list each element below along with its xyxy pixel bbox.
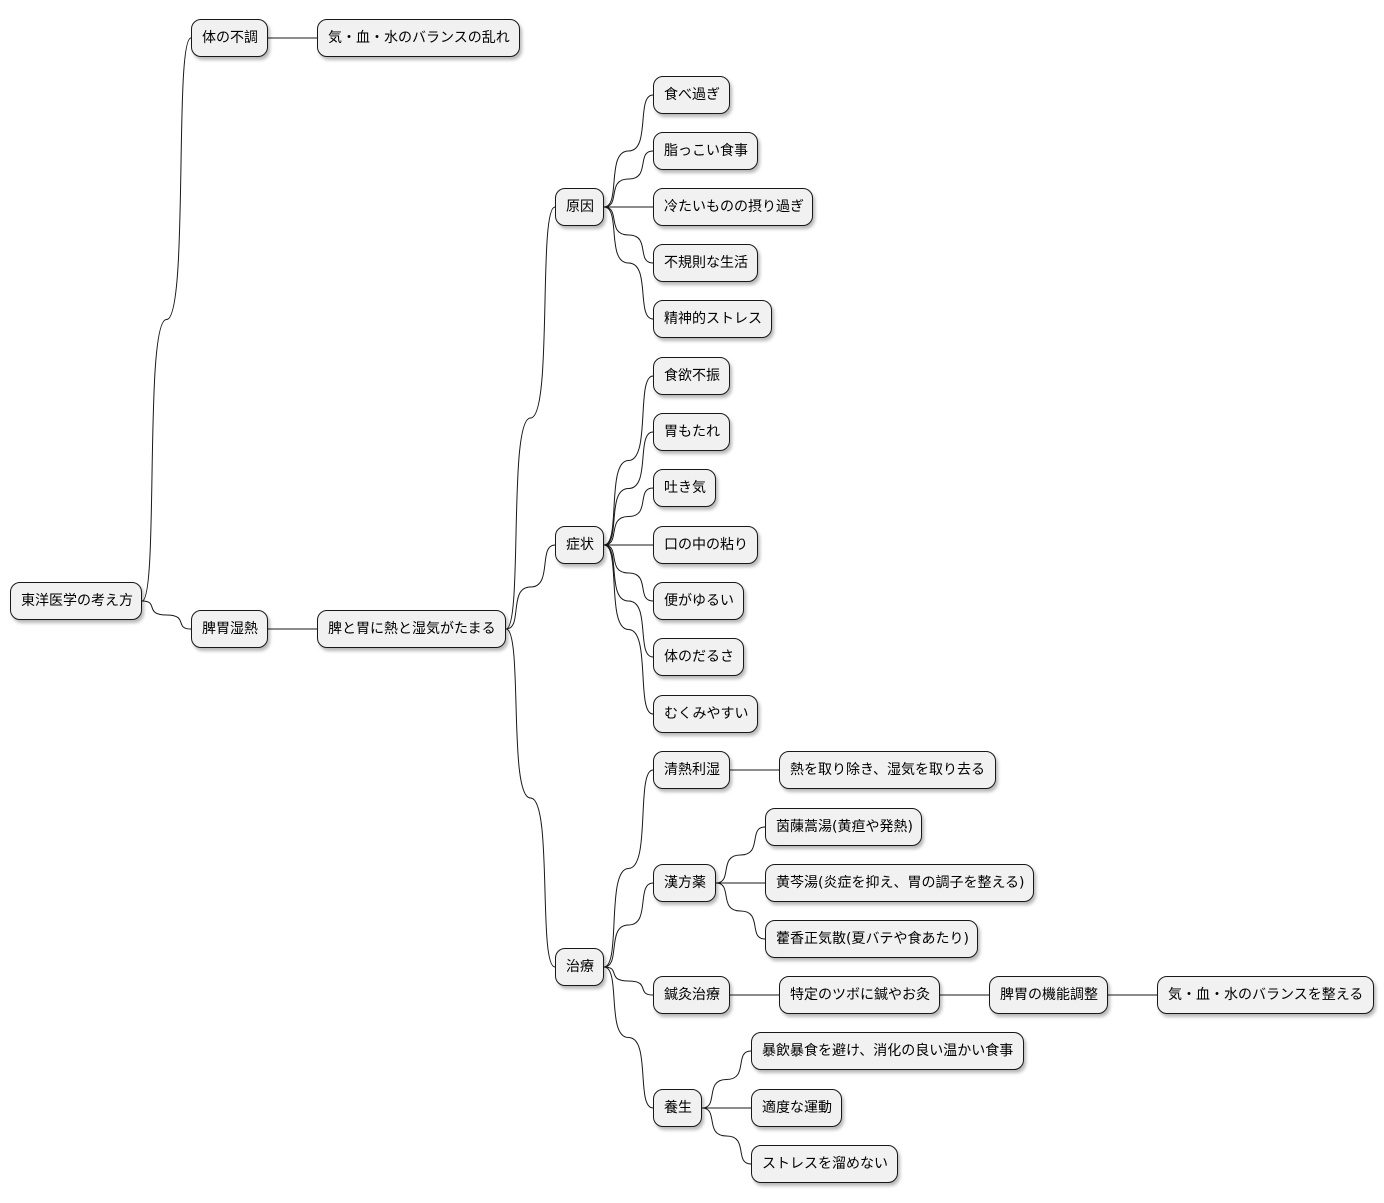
kampo-item: 茵蔯蒿湯(黄疸や発熱) <box>765 808 922 846</box>
connector-line <box>505 206 556 630</box>
node-acupoint-needle-moxa: 特定のツボに鍼やお灸 <box>779 976 940 1014</box>
symptom-item: 口の中の粘り <box>653 526 758 564</box>
regimen-item: 暴飲暴食を避け、消化の良い温かい食事 <box>751 1032 1024 1070</box>
node-clear-heat-drain-damp: 清熱利湿 <box>653 751 730 789</box>
connector-line <box>603 375 654 546</box>
connector-line <box>603 431 654 546</box>
connector-line <box>603 206 654 264</box>
symptom-item: 吐き気 <box>653 469 716 507</box>
connector-line <box>603 487 654 546</box>
connector-line <box>701 1050 752 1109</box>
connector-line <box>715 826 766 884</box>
connector-line <box>603 544 654 602</box>
symptom-item: むくみやすい <box>653 695 758 733</box>
symptom-item: 胃もたれ <box>653 413 730 451</box>
connector-line <box>141 37 192 602</box>
node-symptom: 症状 <box>555 526 604 564</box>
connector-line <box>603 966 654 1109</box>
connector-line <box>505 628 556 968</box>
connector-line <box>505 544 556 630</box>
cause-item: 精神的ストレス <box>653 300 772 338</box>
node-balance-qi-blood-water: 気・血・水のバランスを整える <box>1157 976 1374 1014</box>
symptom-item: 便がゆるい <box>653 582 744 620</box>
connector-line <box>141 600 192 630</box>
regimen-item: 適度な運動 <box>751 1089 842 1127</box>
connector-line <box>603 966 654 996</box>
connector-line <box>603 94 654 208</box>
connector-line <box>603 544 654 715</box>
connector-line <box>603 882 654 968</box>
connector-line <box>603 544 654 658</box>
cause-item: 不規則な生活 <box>653 244 758 282</box>
cause-item: 食べ過ぎ <box>653 76 730 114</box>
node-spleen-stomach-damp-heat: 脾胃湿熱 <box>191 610 268 648</box>
node-body-disorder: 体の不調 <box>191 19 268 57</box>
cause-item: 脂っこい食事 <box>653 132 758 170</box>
node-spleen-stomach-regulation: 脾胃の機能調整 <box>989 976 1108 1014</box>
node-qi-blood-water-imbalance: 気・血・水のバランスの乱れ <box>317 19 520 57</box>
node-treatment: 治療 <box>555 948 604 986</box>
kampo-item: 藿香正気散(夏バテや食あたり) <box>765 920 978 958</box>
node-remove-heat-and-damp: 熱を取り除き、湿気を取り去る <box>779 751 996 789</box>
connector-line <box>603 769 654 968</box>
root-node: 東洋医学の考え方 <box>10 582 142 620</box>
kampo-item: 黄芩湯(炎症を抑え、胃の調子を整える) <box>765 864 1034 902</box>
connector-line <box>603 150 654 208</box>
node-cause: 原因 <box>555 188 604 226</box>
node-regimen: 養生 <box>653 1089 702 1127</box>
connector-line <box>603 206 654 320</box>
connector-line <box>715 882 766 940</box>
symptom-item: 食欲不振 <box>653 357 730 395</box>
node-acupuncture: 鍼灸治療 <box>653 976 730 1014</box>
cause-item: 冷たいものの摂り過ぎ <box>653 188 813 226</box>
connector-line <box>701 1107 752 1165</box>
node-heat-damp-accumulation: 脾と胃に熱と湿気がたまる <box>317 610 506 648</box>
regimen-item: ストレスを溜めない <box>751 1145 898 1183</box>
symptom-item: 体のだるさ <box>653 638 744 676</box>
node-kampo: 漢方薬 <box>653 864 716 902</box>
